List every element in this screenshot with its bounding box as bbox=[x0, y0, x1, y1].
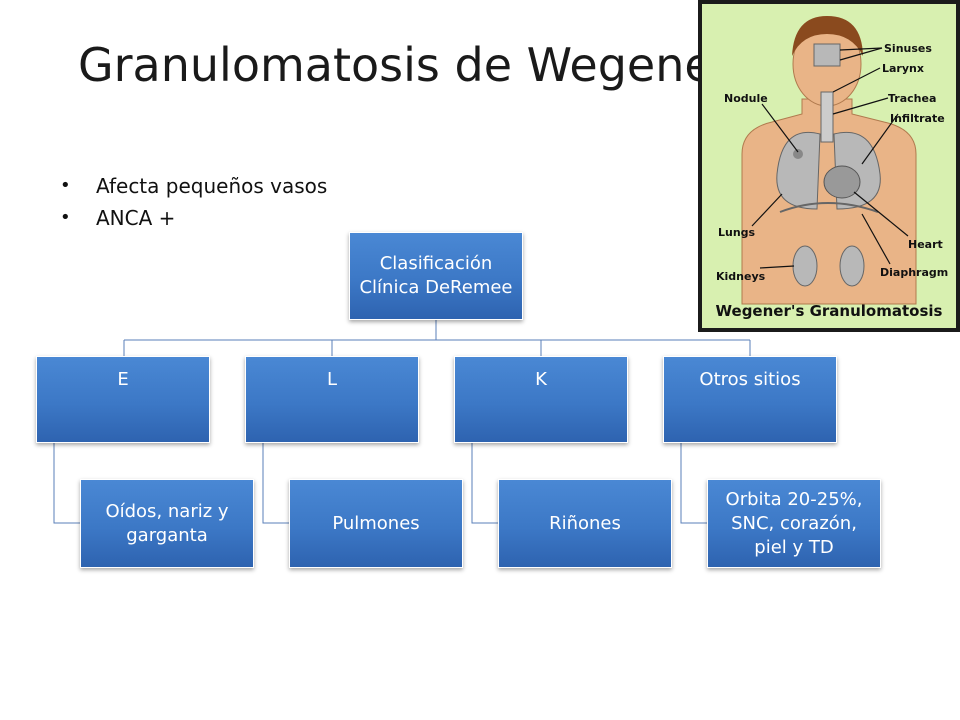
label-heart: Heart bbox=[908, 238, 943, 251]
connector-line bbox=[471, 443, 498, 524]
leaf-node-k: Riñones bbox=[498, 479, 672, 568]
label-larynx: Larynx bbox=[882, 62, 924, 75]
label-nodule: Nodule bbox=[724, 92, 768, 105]
leaf-label: Orbita 20-25%, SNC, corazón, piel y TD bbox=[725, 488, 863, 558]
branch-node-k: K bbox=[454, 356, 628, 443]
branch-label: E bbox=[117, 368, 129, 390]
connector-line bbox=[53, 443, 80, 524]
diaphragm-shape bbox=[779, 202, 879, 213]
bullet-list: • Afecta pequeños vasos • ANCA + bbox=[60, 170, 327, 234]
leaf-label: Oídos, nariz y garganta bbox=[105, 500, 229, 546]
label-kidneys: Kidneys bbox=[716, 270, 766, 283]
nodule-shape bbox=[793, 149, 803, 159]
leaf-label: Pulmones bbox=[332, 512, 420, 534]
branch-label: K bbox=[535, 368, 547, 390]
branch-node-e: E bbox=[36, 356, 210, 443]
connector-line bbox=[680, 443, 707, 524]
bullet-text: Afecta pequeños vasos bbox=[96, 174, 328, 198]
figure-caption: Wegener's Granulomatosis bbox=[716, 302, 943, 320]
bullet-text: ANCA + bbox=[96, 206, 176, 230]
branch-label: L bbox=[326, 368, 338, 390]
anatomy-illustration: Sinuses Larynx Trachea Infiltrate Nodule… bbox=[716, 16, 948, 320]
leaf-node-l: Pulmones bbox=[289, 479, 463, 568]
connector-line bbox=[262, 443, 289, 524]
leaf-node-otros-sitios: Orbita 20-25%, SNC, corazón, piel y TD bbox=[707, 479, 881, 568]
branch-node-otros-sitios: Otros sitios bbox=[663, 356, 837, 443]
label-diaphragm: Diaphragm bbox=[880, 266, 948, 279]
diagram-root-node: Clasificación Clínica DeRemee bbox=[349, 232, 523, 320]
hair-shape bbox=[792, 16, 863, 56]
slide-title: Granulomatosis de Wegener bbox=[78, 38, 732, 92]
leaf-label: Riñones bbox=[549, 512, 621, 534]
label-lungs: Lungs bbox=[718, 226, 756, 239]
right-kidney-shape bbox=[839, 245, 865, 287]
bullet-icon: • bbox=[60, 207, 71, 228]
bullet-item: • Afecta pequeños vasos bbox=[60, 170, 327, 202]
anatomy-figure: Sinuses Larynx Trachea Infiltrate Nodule… bbox=[698, 0, 960, 332]
label-trachea: Trachea bbox=[888, 92, 936, 105]
left-kidney-shape bbox=[792, 245, 818, 287]
branch-label: Otros sitios bbox=[699, 368, 801, 390]
branch-node-l: L bbox=[245, 356, 419, 443]
trachea-shape bbox=[820, 91, 834, 143]
left-lung-shape bbox=[776, 132, 821, 210]
bullet-icon: • bbox=[60, 175, 71, 196]
leaf-node-e: Oídos, nariz y garganta bbox=[80, 479, 254, 568]
label-infiltrate: Infiltrate bbox=[890, 112, 945, 125]
label-sinuses: Sinuses bbox=[884, 42, 932, 55]
heart-shape bbox=[823, 165, 861, 199]
sinuses-shape bbox=[813, 43, 841, 67]
bullet-item: • ANCA + bbox=[60, 202, 327, 234]
root-label: Clasificación Clínica DeRemee bbox=[359, 253, 513, 298]
